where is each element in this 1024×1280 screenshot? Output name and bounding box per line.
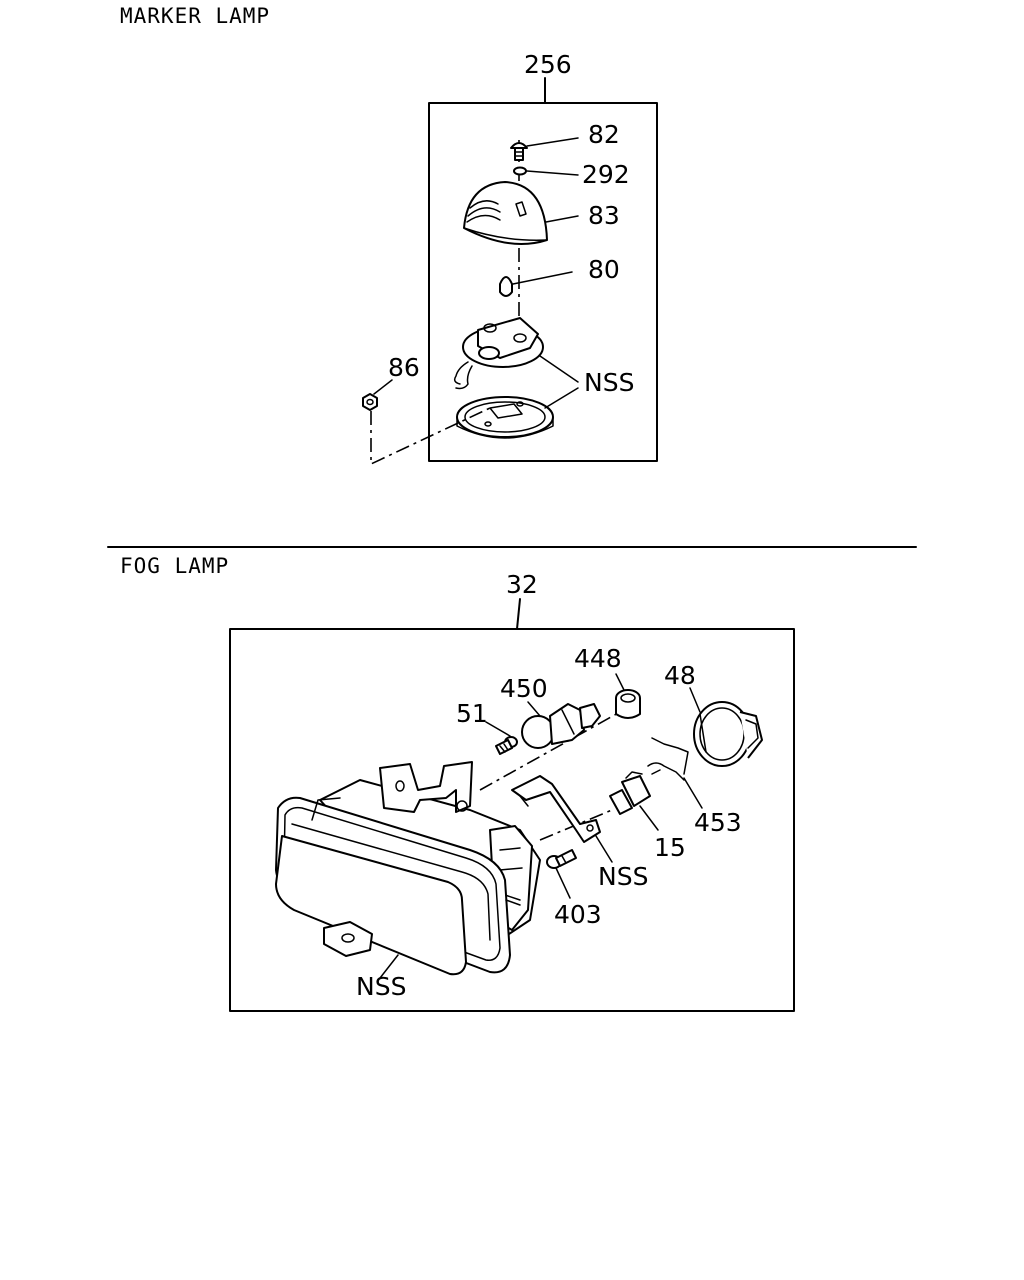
marker-assembly-box bbox=[428, 102, 658, 462]
leader-housing-nss bbox=[379, 954, 399, 979]
marker-nut bbox=[362, 393, 378, 411]
callout-86: 86 bbox=[388, 353, 420, 382]
callout-marker-nss: NSS bbox=[584, 368, 634, 397]
callout-15: 15 bbox=[654, 833, 686, 862]
marker-washer bbox=[513, 166, 527, 176]
callout-450: 450 bbox=[500, 674, 548, 703]
marker-bulb bbox=[499, 276, 513, 297]
fog-screw bbox=[495, 736, 518, 755]
leader-403 bbox=[555, 867, 571, 899]
marker-lens bbox=[463, 181, 548, 245]
fog-bulb bbox=[521, 703, 601, 749]
marker-socket-base bbox=[453, 317, 544, 390]
fog-lamp-section: FOG LAMP 32 bbox=[120, 554, 795, 1012]
leader-32 bbox=[516, 598, 521, 630]
leader-83 bbox=[545, 215, 579, 223]
leader-51 bbox=[485, 721, 511, 737]
leader-448 bbox=[615, 673, 625, 691]
fog-cover bbox=[693, 701, 763, 767]
fog-socket bbox=[609, 771, 651, 815]
callout-453: 453 bbox=[694, 808, 742, 837]
callout-292: 292 bbox=[582, 160, 630, 189]
marker-nut-axis bbox=[370, 407, 491, 466]
callout-80: 80 bbox=[588, 255, 620, 284]
leader-453 bbox=[683, 777, 703, 809]
callout-403: 403 bbox=[554, 900, 602, 929]
fog-lamp-title: FOG LAMP bbox=[120, 554, 229, 578]
marker-base-plate bbox=[456, 396, 554, 439]
fog-bolt bbox=[546, 849, 577, 869]
marker-lamp-title: MARKER LAMP bbox=[120, 4, 270, 28]
fog-assembly-box bbox=[229, 628, 795, 1012]
marker-lamp-section: MARKER LAMP 256 82 292 83 bbox=[120, 4, 658, 466]
marker-screw bbox=[510, 142, 528, 161]
leader-82 bbox=[526, 137, 579, 147]
leader-marker-nss-a bbox=[539, 355, 579, 383]
callout-448: 448 bbox=[574, 644, 622, 673]
fog-lamp-housing bbox=[275, 761, 541, 976]
callout-housing-nss: NSS bbox=[356, 972, 406, 1001]
callout-82: 82 bbox=[588, 120, 620, 149]
leader-15 bbox=[639, 805, 659, 831]
callout-256: 256 bbox=[524, 50, 572, 79]
callout-32: 32 bbox=[506, 570, 538, 599]
callout-51: 51 bbox=[456, 699, 488, 728]
fog-bracket bbox=[511, 775, 601, 843]
leader-bracket-nss bbox=[595, 835, 613, 863]
fog-retainer bbox=[615, 689, 641, 719]
leader-292 bbox=[526, 170, 579, 176]
leader-86 bbox=[373, 379, 393, 395]
callout-48: 48 bbox=[664, 661, 696, 690]
leader-450 bbox=[527, 701, 541, 717]
leader-marker-nss-b bbox=[544, 387, 579, 409]
callout-83: 83 bbox=[588, 201, 620, 230]
leader-80 bbox=[512, 271, 573, 285]
leader-48 bbox=[689, 687, 701, 713]
callout-bracket-nss: NSS bbox=[598, 862, 648, 891]
fog-spring-wire bbox=[647, 737, 689, 781]
